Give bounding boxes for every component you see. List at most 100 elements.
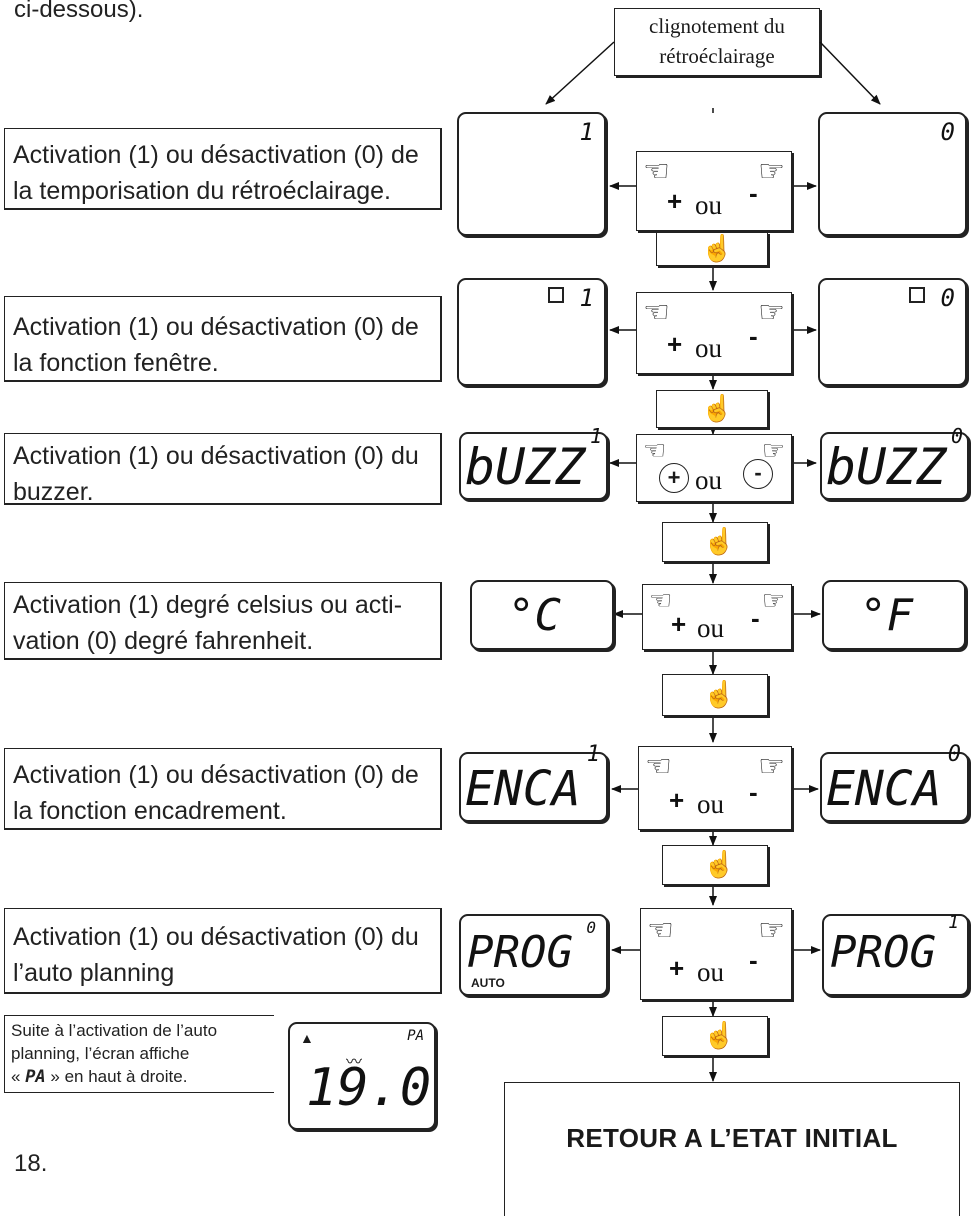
small-lcd-temp: 19.0 <box>306 1058 432 1118</box>
row5-right-display: ENCA 0 <box>820 742 969 822</box>
triangle-marker-icon: ▲ <box>300 1030 314 1046</box>
row3-left-value: 1 <box>589 424 602 448</box>
minus-button[interactable]: - <box>749 945 758 975</box>
plus-button[interactable]: + <box>669 785 685 815</box>
small-lcd-tag: PA <box>407 1028 424 1044</box>
row4-ok-button[interactable]: ☝ <box>662 674 768 716</box>
window-icon <box>548 287 564 303</box>
row4-description: Activation (1) degré celsius ou acti-vat… <box>4 582 442 660</box>
auto-planning-note: Suite à l’activation de l’auto planning,… <box>4 1015 274 1093</box>
pointing-hand-icon: ☞ <box>758 155 785 188</box>
start-box-line2: rétroéclairage <box>659 44 775 68</box>
row6-right-word: PROG <box>830 927 936 978</box>
pointing-hand-icon: ☞ <box>761 585 785 615</box>
plus-circle-button[interactable]: + <box>659 463 689 493</box>
minus-button[interactable]: - <box>751 603 760 633</box>
row2-plus-minus-control[interactable]: ☜ ☞ + ou - <box>636 292 792 374</box>
heat-wave-icon: 〰 <box>346 1054 363 1071</box>
plus-button[interactable]: + <box>667 329 683 359</box>
pointing-hand-icon: ☞ <box>758 750 785 783</box>
press-hand-icon: ☝ <box>703 849 736 879</box>
row2-ok-button[interactable]: ☝ <box>656 390 768 428</box>
row4-left-word: °C <box>508 590 561 641</box>
row5-right-value: 0 <box>947 742 961 767</box>
row5-ok-button[interactable]: ☝ <box>662 845 768 885</box>
row5-left-display: ENCA 1 <box>459 742 608 822</box>
row3-right-display: bUZZ 0 <box>820 424 969 500</box>
final-state-label: RETOUR A L’ETAT INITIAL <box>566 1123 898 1153</box>
note-line3: « PA » en haut à droite. <box>11 1067 188 1087</box>
row3-plus-minus-control[interactable]: ☜ ☞ + ou - <box>636 434 792 502</box>
window-icon <box>909 287 925 303</box>
pointing-hand-icon: ☜ <box>647 914 674 947</box>
row1-left-value: 1 <box>579 118 594 146</box>
minus-button[interactable]: - <box>749 178 758 208</box>
press-hand-icon: ☝ <box>701 393 734 423</box>
row6-ok-button[interactable]: ☝ <box>662 1016 768 1056</box>
press-hand-icon: ☝ <box>701 233 734 263</box>
row6-plus-minus-control[interactable]: ☜ ☞ + ou - <box>640 908 792 1000</box>
ou-label: ou <box>695 190 722 220</box>
minus-circle-button[interactable]: - <box>743 459 773 489</box>
row5-left-word: ENCA <box>465 761 581 817</box>
start-box-line1: clignotement du <box>649 14 785 38</box>
row4-right-display: °F <box>822 580 966 650</box>
note-line1: Suite à l’activation de l’auto <box>11 1021 218 1040</box>
row1-left-display: 1 <box>457 112 606 236</box>
row1-description: Activation (1) ou désactivation (0) de l… <box>4 128 442 210</box>
ou-label: ou <box>697 957 724 987</box>
row5-left-value: 1 <box>586 742 600 767</box>
row1-right-display: 0 <box>818 112 967 236</box>
note-line2: planning, l’écran affiche <box>11 1044 190 1063</box>
row3-left-word: bUZZ <box>465 438 586 496</box>
row2-left-value: 1 <box>579 284 594 312</box>
ou-label: ou <box>695 333 722 363</box>
pointing-hand-icon: ☜ <box>645 750 672 783</box>
plus-button[interactable]: + <box>669 953 685 983</box>
row3-description: Activation (1) ou désactivation (0) du b… <box>4 433 442 506</box>
row6-left-word: PROG <box>467 927 573 978</box>
row4-plus-minus-control[interactable]: ☜ ☞ + ou - <box>642 584 792 650</box>
pointing-hand-icon: ☜ <box>649 585 673 615</box>
pointing-hand-icon: ☞ <box>758 296 785 329</box>
row2-right-value: 0 <box>940 284 955 312</box>
press-hand-icon: ☝ <box>703 1020 736 1050</box>
row4-left-display: °C <box>470 580 614 650</box>
row3-right-word: bUZZ <box>826 438 947 496</box>
row6-right-display: PROG 1 <box>822 912 969 996</box>
row2-right-display: 0 <box>818 278 967 386</box>
row6-left-display: PROG 0 AUTO <box>459 914 608 996</box>
row5-description: Activation (1) ou désactivation (0) de l… <box>4 748 442 830</box>
ou-label: ou <box>695 465 722 495</box>
top-note: ci-dessous). <box>14 0 144 23</box>
minus-button[interactable]: - <box>749 777 758 807</box>
row1-ok-button[interactable]: ☝ <box>656 232 768 266</box>
row5-plus-minus-control[interactable]: ☜ ☞ + ou - <box>638 746 792 830</box>
plus-button[interactable]: + <box>667 186 683 216</box>
row6-right-value: 1 <box>948 912 959 933</box>
pointing-hand-icon: ☞ <box>761 435 785 465</box>
row2-left-display: 1 <box>457 278 606 386</box>
ou-label: ou <box>697 789 724 819</box>
row1-plus-minus-control[interactable]: ☜ ☞ + ou - <box>636 151 792 231</box>
final-state-box: RETOUR A L’ETAT INITIAL <box>504 1082 960 1216</box>
start-box: clignotement du rétroéclairage <box>614 8 820 76</box>
press-hand-icon: ☝ <box>703 526 736 556</box>
pointing-hand-icon: ☜ <box>643 435 667 465</box>
minus-button[interactable]: - <box>749 321 758 351</box>
row1-right-value: 0 <box>940 118 955 146</box>
small-lcd-display: ▲ PA 〰 19.0 <box>288 1022 436 1130</box>
row2-description: Activation (1) ou désactivation (0) de l… <box>4 296 442 382</box>
pointing-hand-icon: ☞ <box>758 914 785 947</box>
row3-left-display: bUZZ 1 <box>459 424 608 500</box>
row6-left-value: 0 <box>586 918 596 937</box>
ou-label: ou <box>697 613 724 643</box>
note-code: PA <box>25 1067 46 1087</box>
row5-right-word: ENCA <box>826 761 942 817</box>
pointing-hand-icon: ☜ <box>643 155 670 188</box>
auto-tag: AUTO <box>471 976 505 990</box>
plus-button[interactable]: + <box>671 609 687 639</box>
row6-description: Activation (1) ou désactivation (0) du l… <box>4 908 442 994</box>
row3-ok-button[interactable]: ☝ <box>662 522 768 562</box>
